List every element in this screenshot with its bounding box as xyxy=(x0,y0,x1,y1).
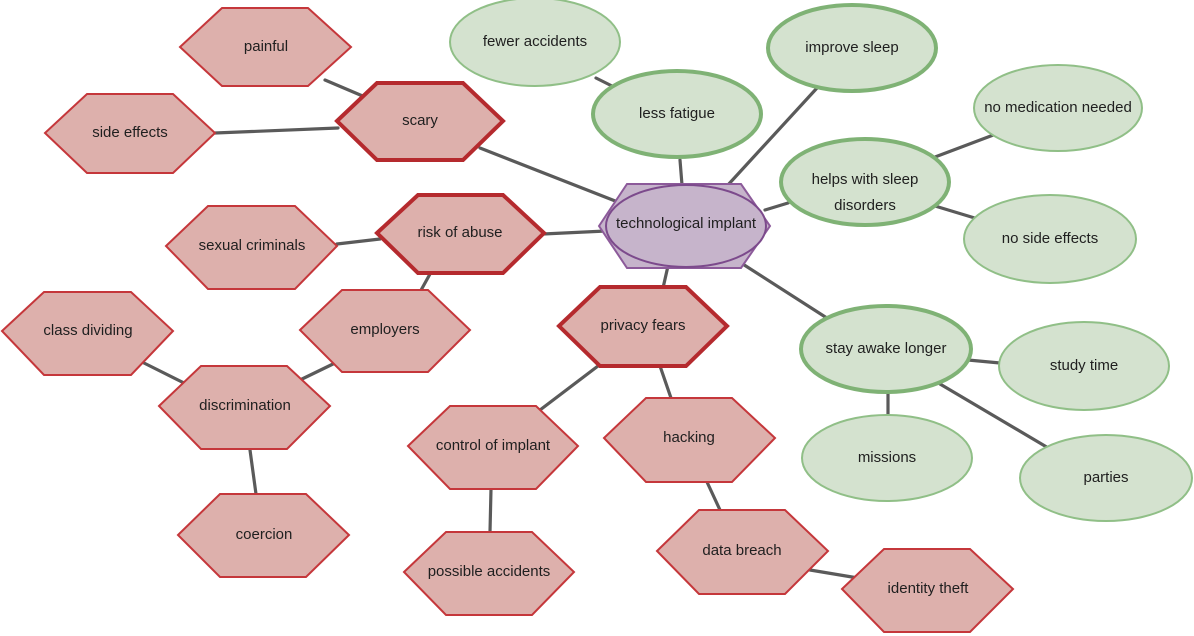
node-control-of-implant-label: control of implant xyxy=(436,437,551,454)
edge-discrimination-coercion xyxy=(248,448,258,496)
node-side-effects[interactable]: side effects xyxy=(43,93,217,174)
node-class-dividing[interactable]: class dividing xyxy=(0,291,175,376)
node-privacy-fears[interactable]: privacy fears xyxy=(556,285,730,368)
edge-center-privacy xyxy=(661,264,670,290)
negative-nodes: painful side effects scary sexual crimin… xyxy=(0,7,1015,633)
node-data-breach-label: data breach xyxy=(702,542,781,559)
edge-sleep-disorders-no-side-effects xyxy=(933,204,980,221)
edge-risk-center xyxy=(541,229,608,236)
node-missions[interactable]: missions xyxy=(801,414,973,502)
edge-sexual-criminals-risk xyxy=(335,237,382,246)
edge-data-breach-identity-theft xyxy=(808,568,860,580)
edge-sleep-disorders-center xyxy=(763,201,790,212)
node-helps-with-sleep-disorders[interactable]: helps with sleep disorders xyxy=(779,137,951,227)
node-coercion[interactable]: coercion xyxy=(176,493,351,578)
node-study-time-label: study time xyxy=(1050,357,1118,374)
edge-privacy-hacking xyxy=(658,364,673,400)
edge-scary-center xyxy=(478,146,630,208)
node-painful-label: painful xyxy=(244,38,288,55)
edge-sleep-disorders-no-medication xyxy=(933,132,998,159)
node-sexual-criminals-label: sexual criminals xyxy=(199,237,306,254)
node-helps-with-sleep-disorders-label-line2: disorders xyxy=(834,197,896,214)
edge-painful-scary xyxy=(323,78,367,99)
node-improve-sleep-label: improve sleep xyxy=(805,39,898,56)
node-study-time[interactable]: study time xyxy=(998,321,1170,411)
node-employers-label: employers xyxy=(350,321,419,338)
node-less-fatigue-label: less fatigue xyxy=(639,105,715,122)
node-no-medication-needed-label: no medication needed xyxy=(984,99,1132,116)
node-technological-implant-label: technological implant xyxy=(616,215,757,232)
node-coercion-label: coercion xyxy=(236,526,293,543)
edge-side-effects-scary xyxy=(213,126,340,135)
node-improve-sleep[interactable]: improve sleep xyxy=(766,3,938,93)
node-sexual-criminals[interactable]: sexual criminals xyxy=(164,205,339,290)
node-discrimination[interactable]: discrimination xyxy=(157,365,332,450)
node-discrimination-label: discrimination xyxy=(199,397,291,414)
node-stay-awake-longer[interactable]: stay awake longer xyxy=(799,304,973,394)
edge-stay-awake-parties xyxy=(938,382,1052,451)
edge-hacking-data-breach xyxy=(705,480,722,512)
node-less-fatigue[interactable]: less fatigue xyxy=(591,69,763,159)
node-identity-theft-label: identity theft xyxy=(888,580,970,597)
node-no-side-effects[interactable]: no side effects xyxy=(963,194,1137,284)
node-hacking-label: hacking xyxy=(663,429,715,446)
edge-center-stay-awake xyxy=(736,259,832,322)
node-parties-label: parties xyxy=(1083,469,1128,486)
node-fewer-accidents[interactable]: fewer accidents xyxy=(449,0,621,87)
edge-employers-discrimination xyxy=(298,362,335,382)
edge-control-possible-accidents xyxy=(488,487,493,534)
node-scary-label: scary xyxy=(402,112,438,129)
node-privacy-fears-label: privacy fears xyxy=(600,317,685,334)
edge-class-dividing-discrimination xyxy=(140,360,188,386)
node-technological-implant[interactable]: technological implant xyxy=(597,183,772,269)
node-possible-accidents[interactable]: possible accidents xyxy=(402,531,576,616)
node-risk-of-abuse[interactable]: risk of abuse xyxy=(374,193,547,275)
edge-stay-awake-study-time xyxy=(966,358,1002,365)
node-control-of-implant[interactable]: control of implant xyxy=(406,405,580,490)
node-scary[interactable]: scary xyxy=(334,81,506,162)
node-parties[interactable]: parties xyxy=(1019,434,1193,522)
node-helps-with-sleep-disorders-label-line1: helps with sleep xyxy=(812,171,919,188)
node-class-dividing-label: class dividing xyxy=(43,322,132,339)
node-fewer-accidents-label: fewer accidents xyxy=(483,33,587,50)
edge-less-fatigue-center xyxy=(678,158,684,187)
node-missions-label: missions xyxy=(858,449,916,466)
node-stay-awake-longer-label: stay awake longer xyxy=(826,340,947,357)
node-employers[interactable]: employers xyxy=(298,289,472,373)
node-hacking[interactable]: hacking xyxy=(602,397,777,483)
node-possible-accidents-label: possible accidents xyxy=(428,563,551,580)
edges xyxy=(140,76,1052,580)
edge-privacy-control xyxy=(538,364,600,412)
node-no-side-effects-label: no side effects xyxy=(1002,230,1098,247)
node-risk-of-abuse-label: risk of abuse xyxy=(417,224,502,241)
node-data-breach[interactable]: data breach xyxy=(655,509,830,595)
edge-improve-sleep-center xyxy=(725,86,819,188)
positive-nodes: fewer accidents less fatigue improve sle… xyxy=(449,0,1193,522)
node-no-medication-needed[interactable]: no medication needed xyxy=(973,64,1143,152)
node-painful[interactable]: painful xyxy=(178,7,353,87)
node-identity-theft[interactable]: identity theft xyxy=(840,548,1015,633)
node-side-effects-label: side effects xyxy=(92,124,168,141)
